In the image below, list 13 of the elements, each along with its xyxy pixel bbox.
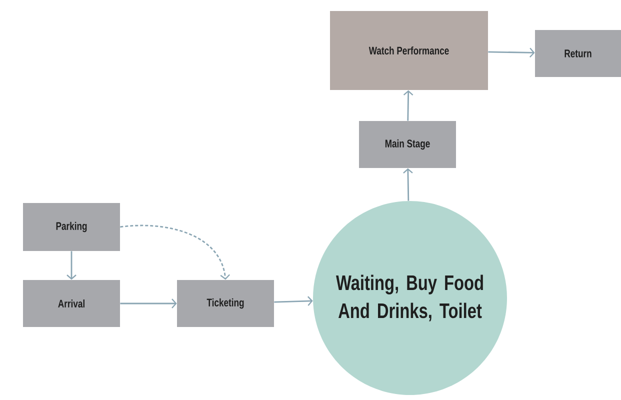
process-box: Arrival — [23, 280, 120, 327]
process-box: Main Stage — [359, 121, 456, 168]
arrow — [274, 296, 313, 306]
arrow — [403, 168, 413, 201]
arrow — [120, 298, 177, 308]
process-box: Ticketing — [177, 280, 274, 327]
arrow — [120, 224, 230, 280]
arrow — [66, 251, 76, 280]
process-box: Return — [535, 30, 621, 77]
process-box: Watch Performance — [330, 11, 488, 90]
arrow — [488, 48, 535, 58]
arrow — [403, 90, 414, 121]
process-box: Parking — [23, 203, 120, 251]
